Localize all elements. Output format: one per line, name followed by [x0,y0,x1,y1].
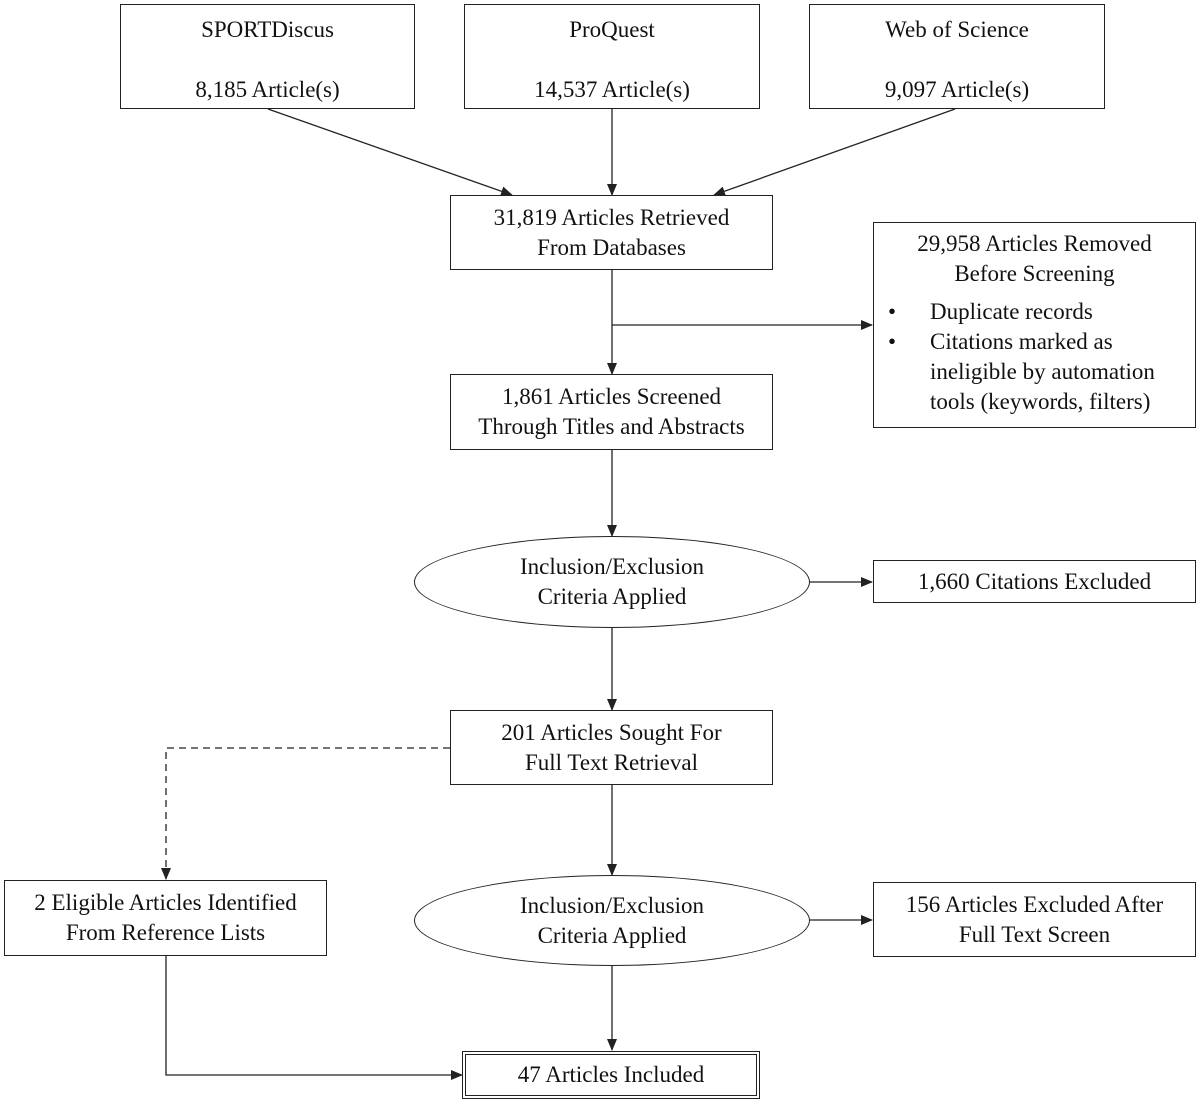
removed-reason-text: ineligible by automation [930,359,1155,384]
excluded-full-text-box: 156 Articles Excluded After Full Text Sc… [873,882,1196,957]
removed-reason-item: • Citations marked as ineligible by auto… [884,327,1185,417]
screened-line2: Through Titles and Abstracts [478,414,745,439]
sought-box: 201 Articles Sought For Full Text Retrie… [450,710,773,785]
removed-heading-line2: Before Screening [954,261,1115,286]
database-name: Web of Science [885,17,1029,42]
arrow-sportdiscus-to-retrieved [267,108,513,197]
criteria1-line1: Inclusion/Exclusion [520,554,704,579]
screened-box: 1,861 Articles Screened Through Titles a… [450,374,773,450]
database-name: SPORTDiscus [201,17,334,42]
bullet-icon: • [888,299,897,324]
dashed-arrow-sought-to-reference [161,747,450,880]
retrieved-line2: From Databases [537,234,686,260]
included-box: 47 Articles Included [462,1051,760,1099]
included-text: 47 Articles Included [517,1062,705,1087]
database-box-proquest: ProQuest 14,537 Article(s) [464,4,760,109]
removed-reason-text: Duplicate records [930,299,1093,324]
excluded1-text: 1,660 Citations Excluded [917,568,1152,594]
criteria1-line2: Criteria Applied [537,584,687,609]
database-count: 8,185 Article(s) [195,77,340,102]
database-box-sportdiscus: SPORTDiscus 8,185 Article(s) [120,4,415,109]
excluded2-line1: 156 Articles Excluded After [905,891,1164,917]
database-name: ProQuest [569,17,655,42]
criteria-ellipse-2: Inclusion/Exclusion Criteria Applied [414,875,810,966]
criteria-ellipse-1: Inclusion/Exclusion Criteria Applied [414,536,810,628]
arrow-wos-to-retrieved [713,108,956,197]
criteria2-line2: Criteria Applied [537,922,687,948]
database-box-web-of-science: Web of Science 9,097 Article(s) [809,4,1105,109]
sought-line2: Full Text Retrieval [525,749,698,775]
removed-reason-text: tools (keywords, filters) [930,389,1151,414]
database-count: 14,537 Article(s) [534,77,690,102]
removed-reason-text: Citations marked as [930,329,1113,354]
reference-line1: 2 Eligible Articles Identified [34,890,297,915]
removed-reason-item: • Duplicate records [884,297,1185,327]
reference-line2: From Reference Lists [65,920,266,945]
arrow-reference-to-included [165,956,463,1080]
removed-box: 29,958 Articles Removed Before Screening… [873,222,1196,428]
removed-reasons-list: • Duplicate records • Citations marked a… [884,297,1185,417]
sought-line1: 201 Articles Sought For [501,719,722,745]
excluded2-line2: Full Text Screen [958,921,1111,947]
criteria2-line1: Inclusion/Exclusion [520,892,704,918]
retrieved-box: 31,819 Articles Retrieved From Databases [450,195,773,270]
bullet-icon: • [888,329,897,354]
database-count: 9,097 Article(s) [884,77,1030,102]
reference-lists-box: 2 Eligible Articles Identified From Refe… [4,880,327,956]
removed-heading-line1: 29,958 Articles Removed [917,231,1152,256]
excluded-citations-box: 1,660 Citations Excluded [873,560,1196,603]
retrieved-line1: 31,819 Articles Retrieved [493,204,730,230]
screened-line1: 1,861 Articles Screened [501,384,722,409]
